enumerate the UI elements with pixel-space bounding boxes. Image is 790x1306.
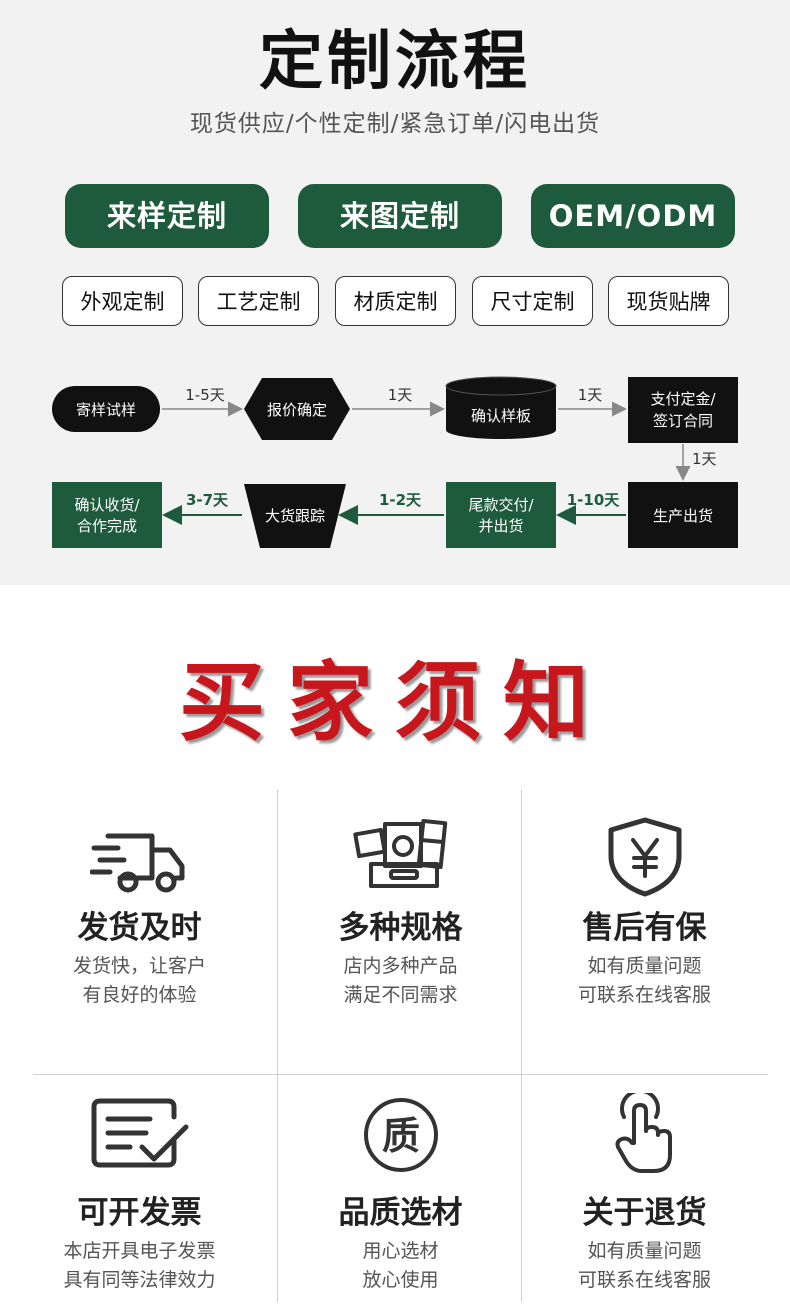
step-receipt [52, 482, 162, 548]
page-title: 定制流程 [259, 25, 531, 99]
truck-icon [89, 833, 184, 893]
step-tracking [244, 484, 346, 548]
duration-4: 1天 [692, 450, 717, 468]
step-receipt-label-1: 确认收货/ [74, 496, 140, 514]
option-sample-customization[interactable]: 来样定制 [65, 184, 269, 248]
duration-7: 3-7天 [186, 491, 229, 509]
duration-3: 1天 [578, 386, 603, 404]
step-send-sample-label: 寄样试样 [76, 401, 136, 419]
quality-badge-char: 质 [381, 1114, 419, 1158]
step-send-sample [52, 386, 160, 432]
option-material[interactable]: 材质定制 [335, 276, 456, 326]
option-drawing-customization[interactable]: 来图定制 [298, 184, 502, 248]
invoice-icon [91, 1098, 188, 1168]
notice-item-desc-2: 具有同等法律效力 [63, 1269, 216, 1291]
buyer-notice-title: 买家须知 [179, 653, 611, 753]
step-quote [244, 378, 350, 440]
step-deposit-label-2: 签订合同 [653, 412, 713, 430]
notice-item-title: 可开发票 [77, 1195, 202, 1231]
grid-divider [521, 790, 522, 1302]
step-production [628, 482, 738, 548]
grid-divider [277, 790, 278, 1302]
page-subtitle: 现货供应/个性定制/紧急订单/闪电出货 [189, 111, 601, 137]
duration-6: 1-2天 [379, 491, 422, 509]
step-confirm-sample-label: 确认样板 [471, 407, 531, 425]
notice-item-title: 发货及时 [77, 910, 202, 946]
hand-tap-icon [615, 1093, 672, 1173]
grid-divider [33, 1074, 768, 1075]
notice-item-desc-1: 发货快，让客户 [72, 955, 206, 977]
notice-item-desc-2: 可联系在线客服 [577, 984, 711, 1006]
step-production-label: 生产出货 [653, 507, 713, 525]
notice-item-invoice: 可开发票 本店开具电子发票 具有同等法律效力 [17, 1075, 262, 1305]
notice-item-desc-2: 放心使用 [362, 1269, 439, 1291]
quality-badge-icon: 质 [363, 1098, 438, 1172]
notice-item-returns: 关于退货 如有质量问题 可联系在线客服 [522, 1075, 767, 1305]
notice-item-desc-2: 满足不同需求 [343, 984, 458, 1006]
notice-item-desc-2: 有良好的体验 [82, 984, 197, 1006]
step-deposit [628, 377, 738, 443]
notice-item-aftersales: 售后有保 如有质量问题 可联系在线客服 [522, 790, 767, 1074]
notice-item-title: 品质选材 [338, 1195, 463, 1231]
option-stock-label[interactable]: 现货贴牌 [608, 276, 729, 326]
step-quote-label: 报价确定 [267, 401, 327, 419]
option-size[interactable]: 尺寸定制 [472, 276, 593, 326]
duration-5: 1-10天 [567, 491, 621, 509]
notice-item-desc-1: 用心选材 [362, 1240, 439, 1262]
notice-item-desc-1: 如有质量问题 [587, 955, 702, 977]
notice-item-desc-1: 店内多种产品 [343, 955, 458, 977]
notice-item-quality: 质 品质选材 用心选材 放心使用 [278, 1075, 523, 1305]
notice-item-title: 售后有保 [582, 910, 707, 946]
process-flow-diagram: 寄样试样 1-5天 报价确定 1天 确认样板 1天 支付定金/ 签订合同 1天 … [52, 376, 738, 548]
notice-item-desc-1: 如有质量问题 [587, 1240, 702, 1262]
step-final-payment-label-1: 尾款交付/ [468, 496, 534, 514]
notice-item-desc-1: 本店开具电子发票 [63, 1240, 216, 1262]
option-craft[interactable]: 工艺定制 [198, 276, 319, 326]
option-oem-odm[interactable]: OEM/ODM [531, 184, 735, 248]
appliances-icon [352, 818, 447, 888]
duration-2: 1天 [388, 386, 413, 404]
notice-item-title: 关于退货 [582, 1195, 707, 1231]
notice-item-desc-2: 可联系在线客服 [577, 1269, 711, 1291]
notice-item-specs: 多种规格 店内多种产品 满足不同需求 [278, 790, 523, 1074]
step-final-payment [446, 482, 556, 548]
option-appearance[interactable]: 外观定制 [62, 276, 183, 326]
step-tracking-label: 大货跟踪 [265, 507, 325, 525]
step-confirm-sample [445, 376, 557, 439]
duration-1: 1-5天 [185, 386, 225, 404]
notice-item-shipping: 发货及时 发货快，让客户 有良好的体验 [17, 790, 262, 1074]
step-receipt-label-2: 合作完成 [77, 517, 137, 535]
step-final-payment-label-2: 并出货 [478, 517, 523, 535]
notice-item-title: 多种规格 [338, 910, 463, 946]
step-deposit-label-1: 支付定金/ [650, 390, 716, 408]
yen-shield-icon [608, 817, 681, 897]
